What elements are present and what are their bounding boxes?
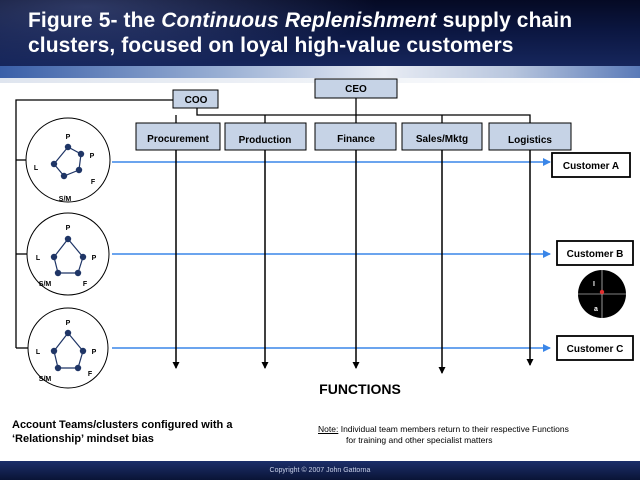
note-line2: for training and other specialist matter… [346, 435, 493, 445]
node-label: P [66, 225, 71, 232]
function-label: Sales/Mktg [416, 134, 468, 145]
function-box-finance: Finance [314, 122, 397, 151]
function-label: Finance [337, 134, 375, 145]
node-label: P [92, 349, 97, 356]
customer-label: Customer C [567, 344, 624, 355]
compass-label-bottom: a [594, 306, 598, 313]
banner-glow [0, 0, 380, 66]
compass-icon: I a [578, 270, 626, 318]
functions-caption: FUNCTIONS [319, 381, 401, 397]
coo-box: COO [172, 89, 219, 109]
node-label: F [88, 371, 93, 378]
node-label: S/M [39, 281, 52, 288]
customer-box-c: Customer C [556, 335, 634, 361]
function-box-procurement: Procurement [135, 122, 221, 151]
node-label: P [66, 320, 71, 327]
node-label: P [66, 134, 71, 141]
function-box-production: Production [224, 122, 307, 151]
title-line2: clusters, focused on loyal high-value cu… [28, 34, 514, 57]
title-line1-suffix: supply chain [436, 9, 573, 32]
coo-label: COO [185, 95, 208, 106]
customer-label: Customer B [567, 249, 624, 260]
node-label: L [36, 255, 41, 262]
node-label: P [90, 153, 95, 160]
node-label: P [92, 255, 97, 262]
copyright-footer: Copyright © 2007 John Gattorna [0, 461, 640, 480]
node-label: F [83, 281, 88, 288]
node-label: S/M [59, 196, 72, 203]
note-label: Note: [318, 424, 339, 434]
node-label: F [91, 179, 96, 186]
title-banner: Figure 5- the Continuous Replenishment s… [0, 0, 640, 66]
ceo-label: CEO [345, 84, 367, 95]
decorative-stripe [0, 66, 640, 78]
customer-box-a: Customer A [551, 152, 631, 178]
function-label: Logistics [508, 135, 552, 146]
title-line1-prefix: Figure 5- the [28, 9, 162, 32]
function-box-sales-mktg: Sales/Mktg [401, 122, 483, 151]
slide-title: Figure 5- the Continuous Replenishment s… [28, 8, 628, 58]
cluster-2: P P F S/M L [26, 212, 110, 296]
cluster-3: P P F S/M L [27, 307, 109, 389]
node-label: L [34, 165, 39, 172]
connector-lines [15, 98, 531, 349]
compass-label-top: I [593, 281, 595, 288]
training-note: Note: Individual team members return to … [318, 424, 636, 446]
customer-lines [112, 158, 551, 352]
customer-label: Customer A [563, 161, 619, 172]
node-label: S/M [39, 376, 52, 383]
function-label: Production [239, 135, 292, 146]
title-line1-italic: Continuous Replenishment [161, 9, 437, 32]
account-teams-note: Account Teams/clusters configured with a… [12, 418, 292, 446]
ceo-box: CEO [314, 78, 398, 99]
function-arrows [172, 150, 534, 374]
note-line1: Individual team members return to their … [340, 424, 569, 434]
cluster-1: P P F S/M L [25, 117, 111, 203]
teams-note-line1: Account Teams/clusters configured with a [12, 419, 233, 431]
teams-note-line2: ‘Relationship’ mindset bias [12, 433, 154, 445]
customer-box-b: Customer B [556, 240, 634, 266]
node-label: L [36, 349, 41, 356]
function-box-logistics: Logistics [488, 122, 572, 151]
function-label: Procurement [147, 134, 209, 145]
